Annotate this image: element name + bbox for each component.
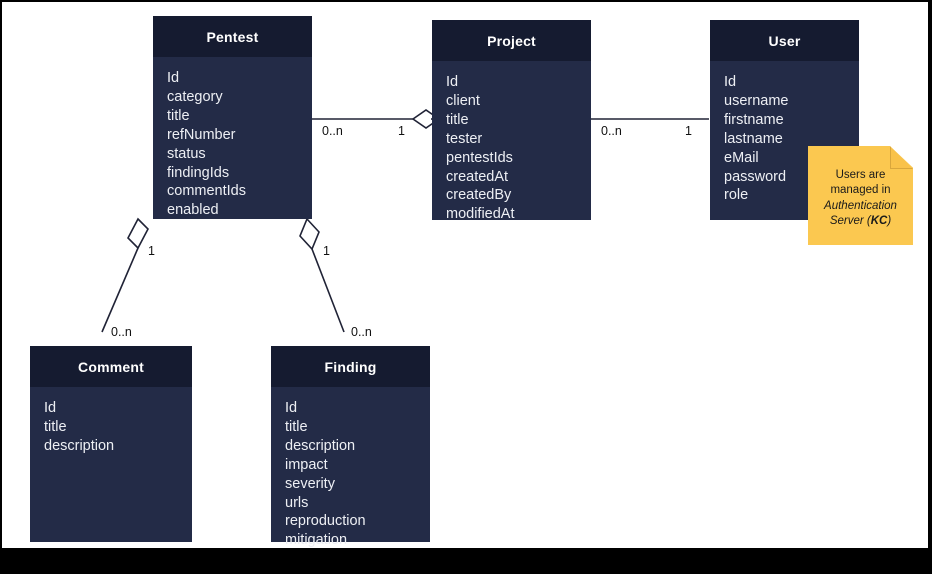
class-attributes-project: Id client title tester pentestIds create… <box>432 61 591 234</box>
attribute: eMail <box>724 149 759 166</box>
attribute: impact <box>285 456 328 473</box>
attribute: status <box>167 145 206 162</box>
class-attributes-finding: Id title description impact severity url… <box>271 387 430 548</box>
attribute: lastname <box>724 130 783 147</box>
attribute: password <box>724 168 787 185</box>
multiplicity-pentest-project-source: 0..n <box>322 124 343 138</box>
attribute: Id <box>167 70 180 86</box>
attribute: Id <box>44 400 57 416</box>
attribute: modifiedAt <box>446 206 515 223</box>
multiplicity-pentest-finding-target: 0..n <box>351 325 372 339</box>
attribute: title <box>44 418 67 435</box>
class-attributes-pentest: Id category title refNumber status findi… <box>153 57 312 230</box>
class-box-user[interactable]: User Id username firstname lastname eMai… <box>710 20 859 220</box>
class-title-pentest: Pentest <box>153 16 312 57</box>
sticky-note-text: Users are managed in Authentication Serv… <box>808 168 913 230</box>
attribute: urls <box>285 494 309 511</box>
attribute: username <box>724 92 789 109</box>
class-box-comment[interactable]: Comment Id title description <box>30 346 192 542</box>
note-line-2: managed in <box>830 184 891 197</box>
diagram-canvas[interactable]: Pentest Id category title refNumber stat… <box>2 2 928 548</box>
note-line-4-emphasis: KC <box>870 215 888 228</box>
attribute: Id <box>724 74 737 90</box>
class-box-project[interactable]: Project Id client title tester pentestId… <box>432 20 591 222</box>
aggregation-diamond-comment <box>127 217 149 250</box>
attribute: tester <box>446 130 483 147</box>
class-attributes-user: Id username firstname lastname eMail pas… <box>710 61 859 215</box>
multiplicity-project-user-target: 1 <box>685 124 692 138</box>
attribute: title <box>285 418 308 435</box>
attribute: enabled <box>167 202 219 219</box>
attribute: createdAt <box>446 168 509 185</box>
attribute: mitigation <box>285 532 348 548</box>
multiplicity-pentest-project-target: 1 <box>398 124 405 138</box>
attribute: client <box>446 92 480 109</box>
attribute: pentestIds <box>446 149 513 166</box>
attribute: Id <box>285 400 298 416</box>
attribute: reproduction <box>285 513 366 530</box>
class-box-finding[interactable]: Finding Id title description impact seve… <box>271 346 430 548</box>
note-line-1: Users are <box>835 169 886 181</box>
note-line-4-suffix: ) <box>887 215 892 228</box>
multiplicity-project-user-source: 0..n <box>601 124 622 138</box>
attribute: severity <box>285 475 335 492</box>
class-box-pentest[interactable]: Pentest Id category title refNumber stat… <box>153 16 312 219</box>
attribute: title <box>167 107 190 124</box>
multiplicity-pentest-comment-target: 0..n <box>111 325 132 339</box>
class-title-user: User <box>710 20 859 61</box>
sticky-note-user[interactable]: Users are managed in Authentication Serv… <box>808 146 913 245</box>
multiplicity-pentest-finding-source: 1 <box>323 244 330 258</box>
attribute: createdBy <box>446 187 512 204</box>
class-title-project: Project <box>432 20 591 61</box>
attribute: description <box>44 437 115 454</box>
class-title-finding: Finding <box>271 346 430 387</box>
attribute: Id <box>446 74 459 90</box>
attribute: findingIds <box>167 164 230 181</box>
attribute: role <box>724 187 749 204</box>
attribute: description <box>285 437 356 454</box>
connector-pentest-finding <box>311 248 345 333</box>
attribute: title <box>446 111 469 128</box>
attribute: commentIds <box>167 183 246 200</box>
attribute: firstname <box>724 111 784 128</box>
attribute: category <box>167 88 223 105</box>
class-attributes-comment: Id title description <box>30 387 192 466</box>
note-line-4-prefix: Server ( <box>829 215 871 228</box>
note-line-3: Authentication <box>824 199 897 212</box>
attribute: refNumber <box>167 126 236 143</box>
note-fold-corner-icon <box>890 146 913 169</box>
multiplicity-pentest-comment-source: 1 <box>148 244 155 258</box>
connector-pentest-comment <box>101 247 139 333</box>
class-title-comment: Comment <box>30 346 192 387</box>
